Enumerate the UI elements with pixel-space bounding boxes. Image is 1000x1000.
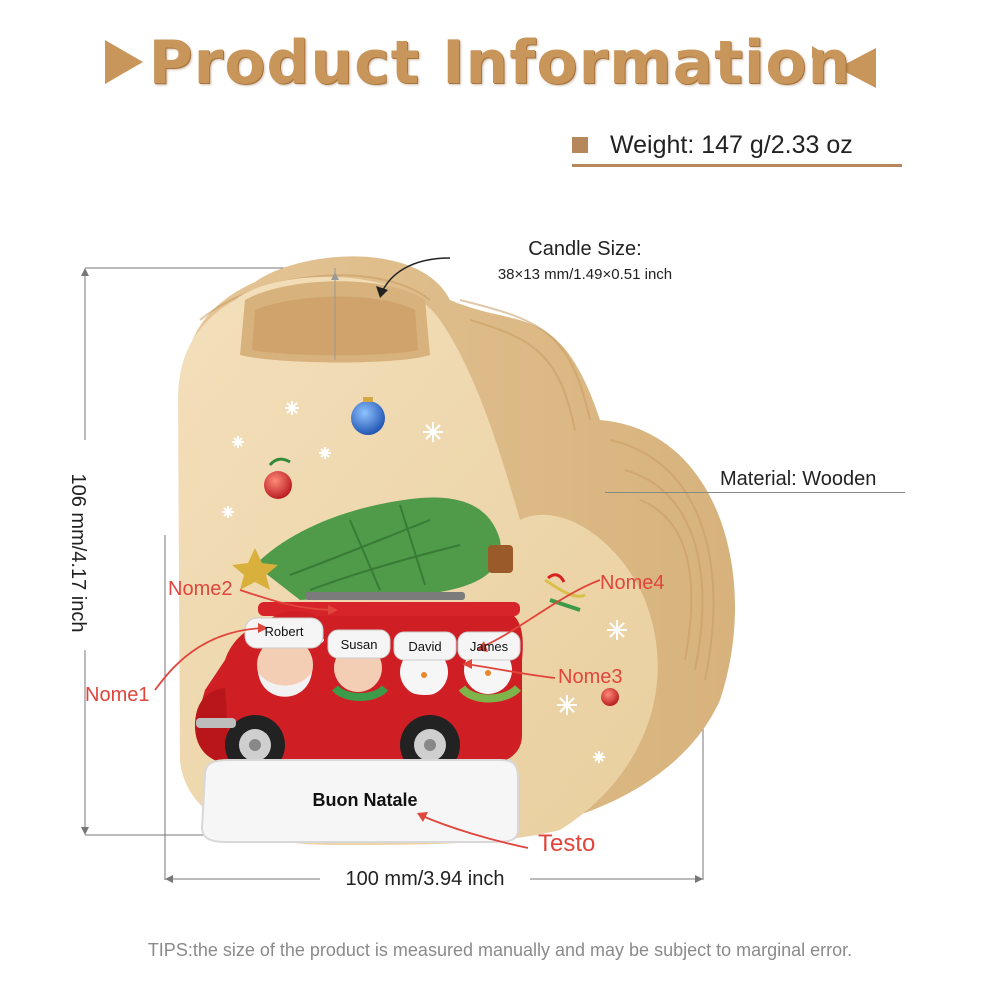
star-icon: [232, 548, 278, 590]
title-arrow-small-icon: [812, 46, 822, 58]
candle-size-label: Candle Size:: [528, 238, 642, 260]
blue-ornament-icon: [351, 401, 385, 435]
name-susan: Susan: [340, 637, 378, 652]
page-title: Product Information: [148, 28, 852, 98]
material-pointer-line: [605, 492, 905, 493]
santa-figure: [244, 610, 324, 697]
weight-underline: [572, 164, 902, 167]
label-nome3: Nome3: [558, 666, 623, 688]
width-dimension-label: 100 mm/3.94 inch: [345, 868, 505, 890]
david-figure: [393, 618, 457, 703]
james-figure: [457, 618, 521, 703]
weight-text: Weight: 147 g/2.33 oz: [610, 130, 853, 159]
tips-note: TIPS:the size of the product is measured…: [147, 940, 853, 960]
weight-info: Weight: 147 g/2.33 oz: [572, 128, 853, 162]
name-david: David: [408, 639, 442, 654]
name-robert: Robert: [264, 624, 304, 639]
label-nome4: Nome4: [600, 572, 665, 594]
greeting-text: Buon Natale: [312, 790, 418, 810]
material-label: Material: Wooden: [720, 468, 877, 490]
bullet-square-icon: [572, 137, 588, 153]
label-nome2: Nome2: [168, 578, 233, 600]
candle-size-value: 38×13 mm/1.49×0.51 inch: [497, 266, 673, 283]
susan-figure: [327, 620, 392, 701]
title-arrow-right-icon: [838, 48, 876, 88]
title-arrow-left-icon: [105, 40, 143, 84]
snowflake-icons: [222, 401, 627, 763]
label-nome1: Nome1: [85, 684, 150, 706]
height-dimension-label: 106 mm/4.17 inch: [67, 473, 89, 633]
label-testo: Testo: [538, 830, 596, 857]
name-james: James: [469, 639, 509, 654]
red-ornament-icon: [264, 471, 292, 499]
